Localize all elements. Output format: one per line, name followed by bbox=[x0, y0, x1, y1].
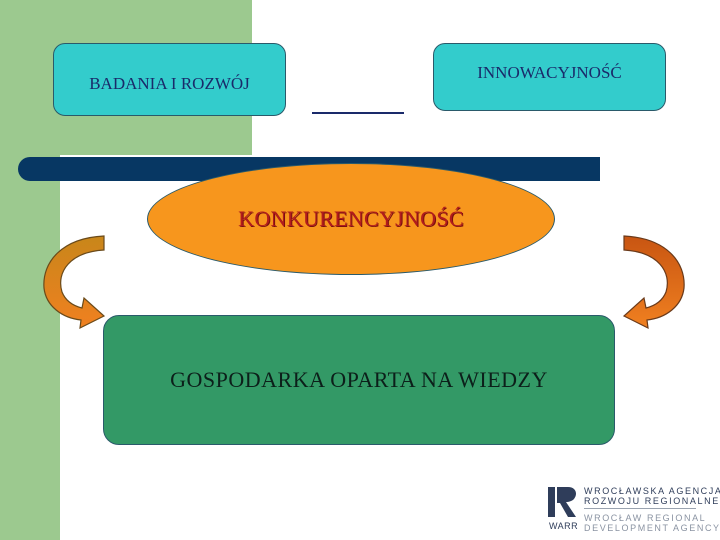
innovation-box: INNOWACYJNOŚĆ bbox=[433, 43, 666, 111]
curved-arrow-left-icon bbox=[43, 235, 106, 330]
warr-logo-icon bbox=[548, 487, 576, 517]
research-development-label: BADANIA I ROZWÓJ bbox=[89, 73, 250, 93]
logo-line-4: DEVELOPMENT AGENCY bbox=[584, 523, 720, 533]
innovation-label: INNOWACYJNOŚĆ bbox=[477, 63, 622, 82]
logo-divider bbox=[584, 508, 696, 509]
knowledge-economy-box: GOSPODARKA OPARTA NA WIEDZY bbox=[103, 315, 615, 445]
competitiveness-label: KONKURENCYJNOŚĆ bbox=[238, 206, 464, 231]
logo-line-1: WROCŁAWSKA AGENCJA bbox=[584, 486, 720, 496]
knowledge-economy-label: GOSPODARKA OPARTA NA WIEDZY bbox=[170, 367, 548, 392]
research-development-box: BADANIA I ROZWÓJ bbox=[53, 43, 286, 116]
logo-line-2: ROZWOJU REGIONALNEGO SA bbox=[584, 496, 720, 506]
connector-line bbox=[312, 112, 404, 114]
competitiveness-ellipse: KONKURENCYJNOŚĆ bbox=[147, 163, 555, 275]
logo-mark-text: WARR bbox=[549, 521, 579, 531]
warr-logo: WARR WROCŁAWSKA AGENCJA ROZWOJU REGIONAL… bbox=[546, 484, 720, 534]
logo-line-3: WROCŁAW REGIONAL bbox=[584, 513, 707, 523]
curved-arrow-right-icon bbox=[622, 235, 685, 330]
